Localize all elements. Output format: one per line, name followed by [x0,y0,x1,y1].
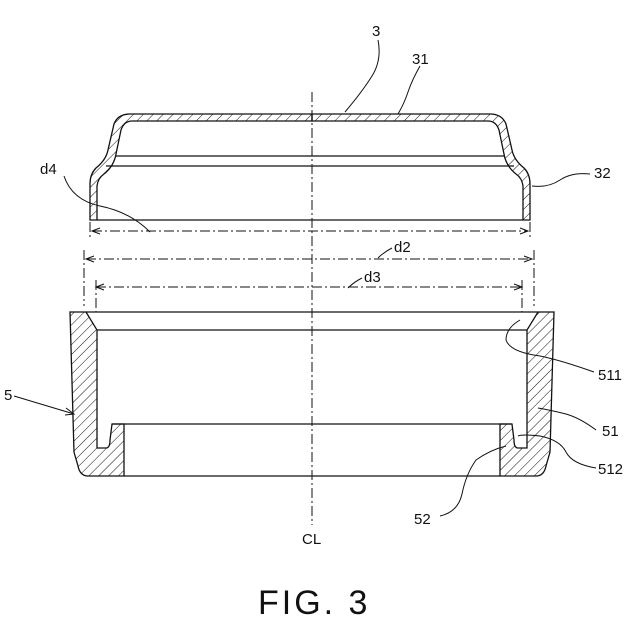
figure-caption: FIG. 3 [258,584,370,622]
label-512: 512 [598,461,623,478]
label-511: 511 [598,367,622,384]
cap-part [90,114,530,220]
label-5: 5 [4,387,12,404]
leader-32 [532,174,590,187]
label-51: 51 [602,423,619,440]
leader-d2 [378,248,392,258]
label-32: 32 [594,165,611,182]
label-d3: d3 [364,269,381,286]
ring-wall-left [70,312,124,476]
leader-d4 [64,176,150,232]
label-d2: d2 [394,239,411,256]
label-d4: d4 [40,161,57,178]
label-31: 31 [412,51,429,68]
leader-31 [398,66,420,114]
cap-wall-right [312,114,530,220]
leader-3 [345,40,379,112]
leader-52 [440,446,506,516]
label-3: 3 [372,23,380,40]
ring-wall-right [500,312,554,476]
cap-wall-left [90,114,312,220]
label-cl: CL [302,531,321,548]
leader-5 [14,396,74,414]
label-52: 52 [414,511,431,528]
